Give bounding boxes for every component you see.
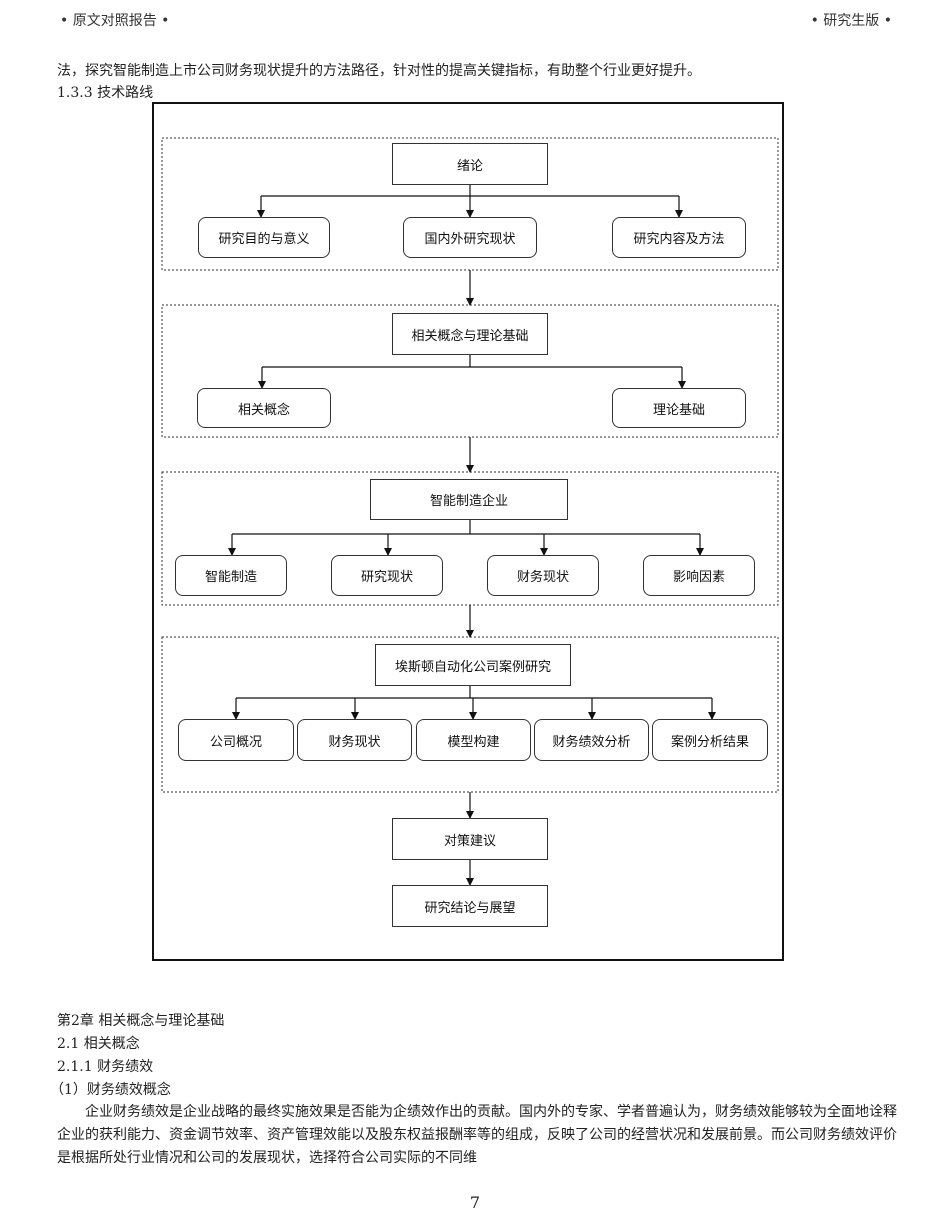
node-model-building: 模型构建: [416, 719, 531, 761]
node-estun-case-study: 埃斯顿自动化公司案例研究: [375, 644, 571, 686]
node-research-status: 研究现状: [331, 555, 443, 596]
chapter-2-heading: 第2章 相关概念与理论基础: [57, 1013, 225, 1029]
node-theory-basis: 理论基础: [612, 388, 746, 428]
body-paragraph: 企业财务绩效是企业战略的最终实施效果是否能为企绩效作出的贡献。国内外的专家、学者…: [57, 1104, 897, 1166]
node-domestic-foreign-status: 国内外研究现状: [403, 217, 537, 258]
node-conclusion-outlook: 研究结论与展望: [392, 885, 548, 927]
flowchart-connectors: [161, 137, 779, 886]
section-heading-2-1-1: 2.1.1 财务绩效: [57, 1059, 154, 1075]
node-concepts-theory: 相关概念与理论基础: [392, 313, 548, 355]
header-right: • 研究生版 •: [810, 13, 892, 29]
section-heading-2-1: 2.1 相关概念: [57, 1036, 140, 1052]
node-countermeasures: 对策建议: [392, 818, 548, 860]
page-number: 7: [469, 1193, 481, 1212]
node-smart-manufacturing-enterprise: 智能制造企业: [370, 479, 568, 520]
subheading-1: （1）财务绩效概念: [50, 1082, 171, 1098]
node-introduction: 绪论: [392, 143, 548, 185]
node-case-financial-status: 财务现状: [297, 719, 412, 761]
node-influencing-factors: 影响因素: [643, 555, 755, 596]
node-content-methods: 研究内容及方法: [612, 217, 746, 258]
section-heading-1-3-3: 1.3.3 技术路线: [57, 85, 154, 101]
node-company-overview: 公司概况: [178, 719, 294, 761]
node-financial-performance-analysis: 财务绩效分析: [534, 719, 649, 761]
node-case-analysis-results: 案例分析结果: [652, 719, 768, 761]
header-left: • 原文对照报告 •: [60, 13, 170, 29]
node-financial-status: 财务现状: [487, 555, 599, 596]
node-research-purpose: 研究目的与意义: [198, 217, 330, 258]
node-related-concepts: 相关概念: [197, 388, 331, 428]
node-smart-manufacturing: 智能制造: [175, 555, 287, 596]
intro-line: 法，探究智能制造上市公司财务现状提升的方法路径，针对性的提高关键指标，有助整个行…: [57, 63, 701, 79]
technical-roadmap-flowchart: 绪论 研究目的与意义 国内外研究现状 研究内容及方法 相关概念与理论基础 相关概…: [152, 102, 784, 961]
